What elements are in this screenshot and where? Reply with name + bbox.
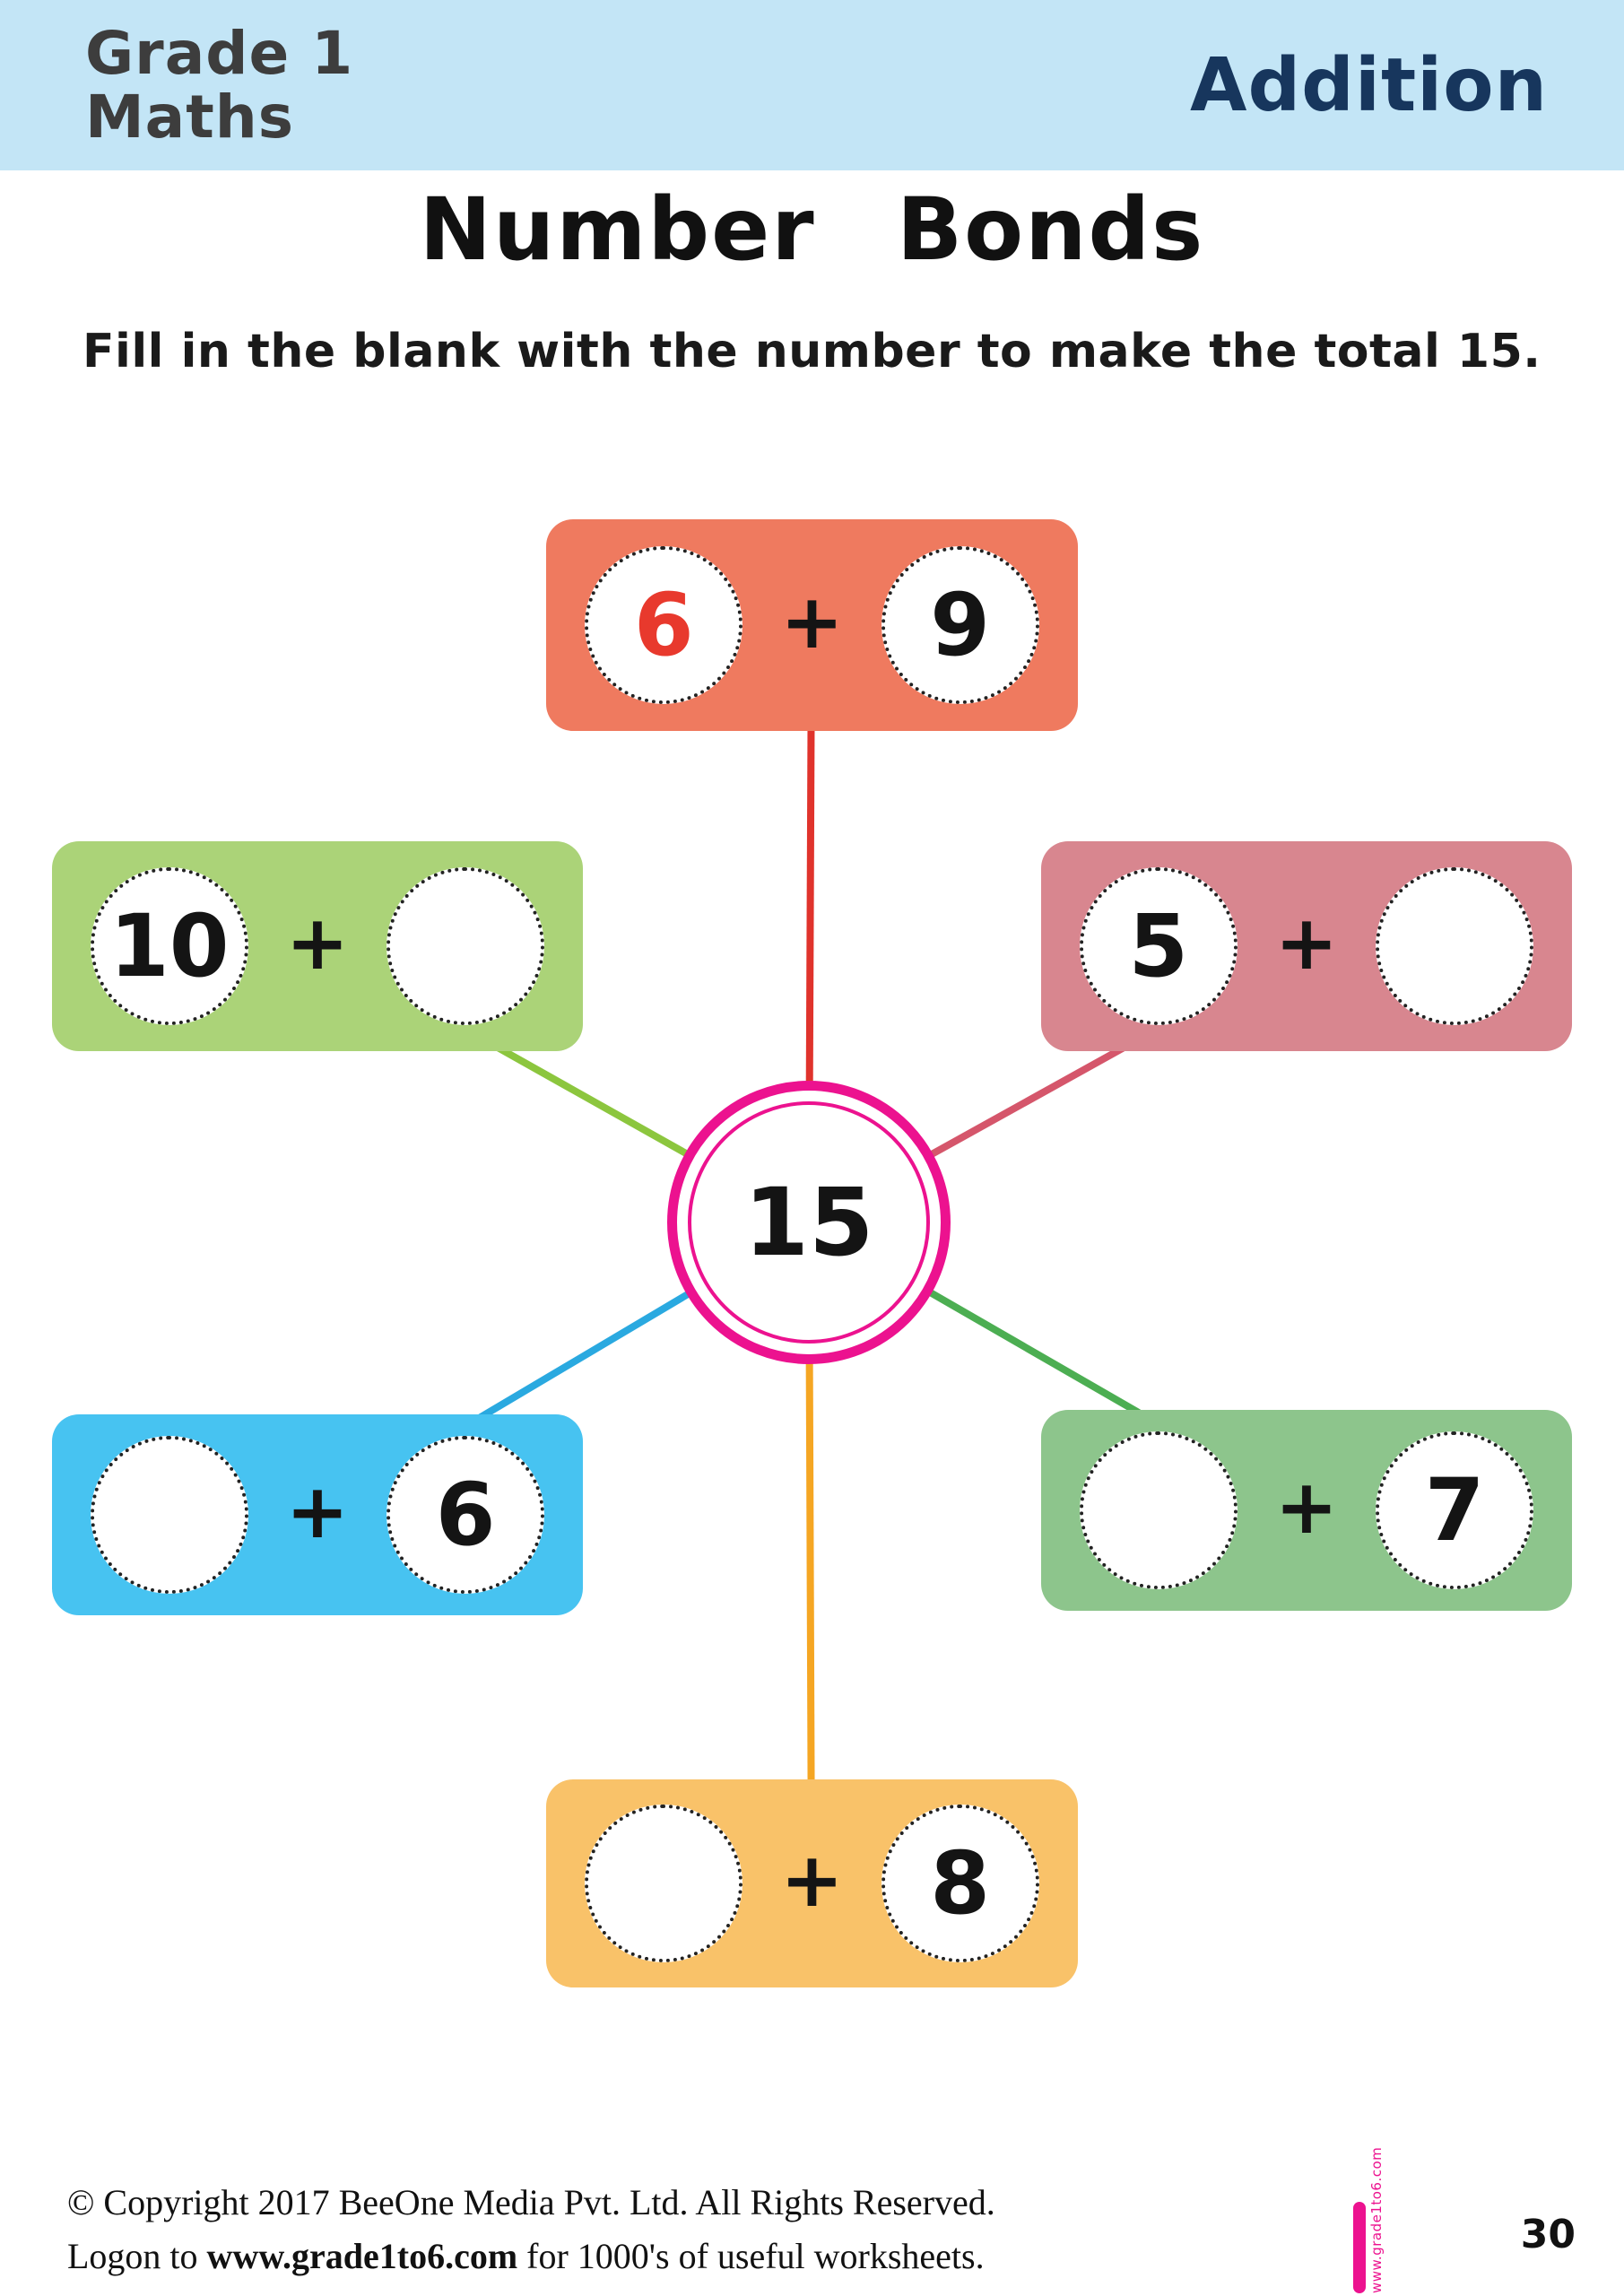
copyright-text: © Copyright 2017 BeeOne Media Pvt. Ltd. … (67, 2182, 995, 2222)
answer-slot-filled: 7 (1376, 1431, 1534, 1589)
subject-label: Addition (1190, 42, 1548, 128)
plus-sign: + (1274, 1463, 1339, 1551)
bond-box-lower-left: + 6 (52, 1414, 583, 1615)
bond-box-top: 6 + 9 (546, 519, 1078, 731)
answer-slot-filled: 10 (90, 867, 248, 1025)
total-inner-ring: 15 (688, 1101, 930, 1344)
logon-suffix: for 1000's of useful worksheets. (517, 2236, 985, 2276)
page-title: Number Bonds (419, 179, 1205, 280)
answer-slot-blank[interactable] (90, 1436, 248, 1594)
side-brand-bar (1353, 2202, 1366, 2293)
plus-sign: + (285, 1467, 350, 1555)
answer-slot-filled: 8 (881, 1805, 1039, 1962)
bond-box-bottom: + 8 (546, 1779, 1078, 1987)
logon-text: Logon to www.grade1to6.com for 1000's of… (67, 2235, 985, 2277)
page-number: 30 (1520, 2212, 1576, 2257)
bond-box-upper-left: 10 + (52, 841, 583, 1051)
answer-slot-filled: 5 (1079, 867, 1238, 1025)
answer-slot-filled: 6 (386, 1436, 545, 1594)
plus-sign: + (780, 578, 844, 665)
header-bar: Grade 1 Maths Addition (0, 0, 1624, 170)
grade-label: Grade 1 Maths (85, 18, 354, 152)
answer-slot-blank[interactable] (585, 1805, 743, 1962)
instruction-text: Fill in the blank with the number to mak… (83, 325, 1541, 378)
plus-sign: + (780, 1836, 844, 1924)
grade-line2: Maths (85, 83, 295, 152)
total-value: 15 (743, 1168, 874, 1277)
answer-slot-filled: 6 (585, 546, 743, 704)
total-circle: 15 (667, 1081, 951, 1364)
answer-slot-blank[interactable] (386, 867, 545, 1025)
plus-sign: + (285, 899, 350, 987)
answer-slot-filled: 9 (881, 546, 1039, 704)
answer-slot-blank[interactable] (1079, 1431, 1238, 1589)
plus-sign: + (1274, 899, 1339, 987)
side-brand-label: www.grade1to6.com (1368, 2146, 1385, 2293)
bond-box-lower-right: + 7 (1041, 1410, 1572, 1611)
logon-prefix: Logon to (67, 2236, 207, 2276)
bond-box-upper-right: 5 + (1041, 841, 1572, 1051)
answer-slot-blank[interactable] (1376, 867, 1534, 1025)
site-link: www.grade1to6.com (206, 2236, 518, 2276)
grade-line1: Grade 1 (85, 18, 354, 88)
